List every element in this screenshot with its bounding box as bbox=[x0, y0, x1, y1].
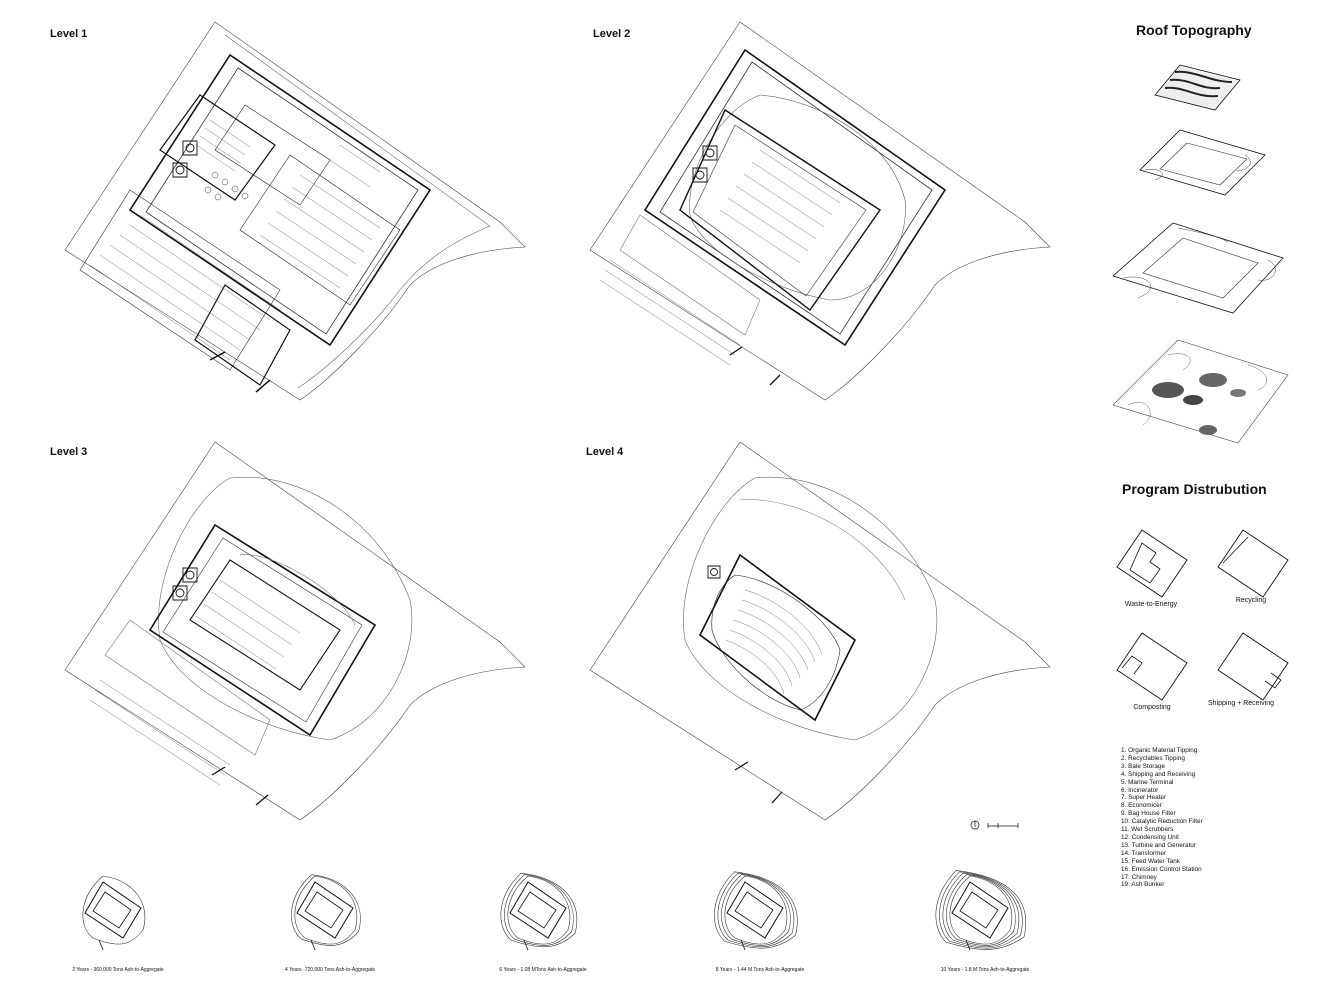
program-diagram-waste-to-energy bbox=[1116, 529, 1188, 598]
legend-item: 7. Super Heater bbox=[1121, 794, 1167, 802]
legend-item: 5. Marine Terminal bbox=[1121, 778, 1174, 786]
level-2-title: Level 2 bbox=[593, 28, 631, 40]
legend-item: 14. Transformer bbox=[1121, 849, 1167, 857]
legend-item: 2. Recyclables Tipping bbox=[1121, 754, 1185, 762]
phase-thumbnail bbox=[291, 874, 361, 951]
program-diagram-shipping-receiving bbox=[1217, 632, 1289, 701]
program-diagram-recycling bbox=[1217, 529, 1289, 598]
phase-thumbnail bbox=[714, 871, 798, 951]
phase-label: 4 Years -720,000 Tons Ash-to-Aggregate bbox=[285, 967, 375, 973]
phase-thumbnail bbox=[82, 875, 146, 951]
phase-thumbnail bbox=[935, 870, 1027, 951]
north-arrow-icon bbox=[970, 820, 1019, 830]
roof-layer-2 bbox=[1139, 129, 1266, 196]
legend-item: 12. Condensing Unit bbox=[1121, 833, 1179, 841]
level-4-title: Level 4 bbox=[586, 446, 624, 458]
legend-item: 17. Chimney bbox=[1121, 873, 1157, 881]
legend-item: 16. Emission Control Station bbox=[1121, 865, 1202, 873]
program-label-recycling: Recycling bbox=[1235, 597, 1267, 604]
phase-label: 2 Years - 360,000 Tons Ash-to-Aggregate bbox=[72, 967, 164, 973]
program-label-composting: Composting bbox=[1133, 704, 1171, 711]
level-3-title: Level 3 bbox=[50, 446, 88, 458]
phase-label: 10 Years - 1.8 M Tons Ash-to-Aggregate bbox=[940, 967, 1030, 973]
legend-item: 3. Bale Storage bbox=[1121, 762, 1166, 770]
roof-layer-4 bbox=[1112, 339, 1289, 444]
legend-item: 4. Shipping and Receiving bbox=[1121, 770, 1196, 778]
roof-topography-title: Roof Topography bbox=[1136, 22, 1252, 38]
legend-item: 1. Organic Material Tipping bbox=[1121, 747, 1198, 754]
legend-item: 13. Turbine and Generator bbox=[1121, 841, 1196, 849]
phase-label: 6 Years - 1.08 MTons Ash-to-Aggregate bbox=[499, 967, 587, 973]
program-label-waste-to-energy: Waste-to-Energy bbox=[1124, 601, 1178, 608]
roof-layer-1 bbox=[1154, 64, 1241, 111]
phase-thumbnail bbox=[500, 872, 578, 951]
legend-item: 9. Bag House Filter bbox=[1121, 810, 1176, 818]
program-diagram-composting bbox=[1116, 632, 1188, 701]
level-1-title: Level 1 bbox=[50, 28, 88, 40]
program-legend: 1. Organic Material Tipping 2. Recyclabl… bbox=[1121, 747, 1203, 889]
legend-item: 6. Incinerator bbox=[1121, 786, 1159, 794]
legend-item: 15. Feed Water Tank bbox=[1121, 857, 1180, 865]
phase-label: 8 Years - 1.44 M Tons Ash-to-Aggregate bbox=[715, 967, 805, 973]
roof-layer-3 bbox=[1112, 222, 1284, 314]
program-label-shipping-receiving: Shipping + Receiving bbox=[1208, 700, 1274, 707]
legend-item: 10. Catalytic Reduction Filter bbox=[1121, 818, 1203, 826]
program-distribution-title: Program Distrubution bbox=[1122, 481, 1267, 497]
legend-item: 19. Ash Bunker bbox=[1121, 881, 1165, 889]
legend-item: 11. Wet Scrubbers bbox=[1121, 826, 1174, 834]
legend-item: 8. Economicer bbox=[1121, 802, 1162, 810]
